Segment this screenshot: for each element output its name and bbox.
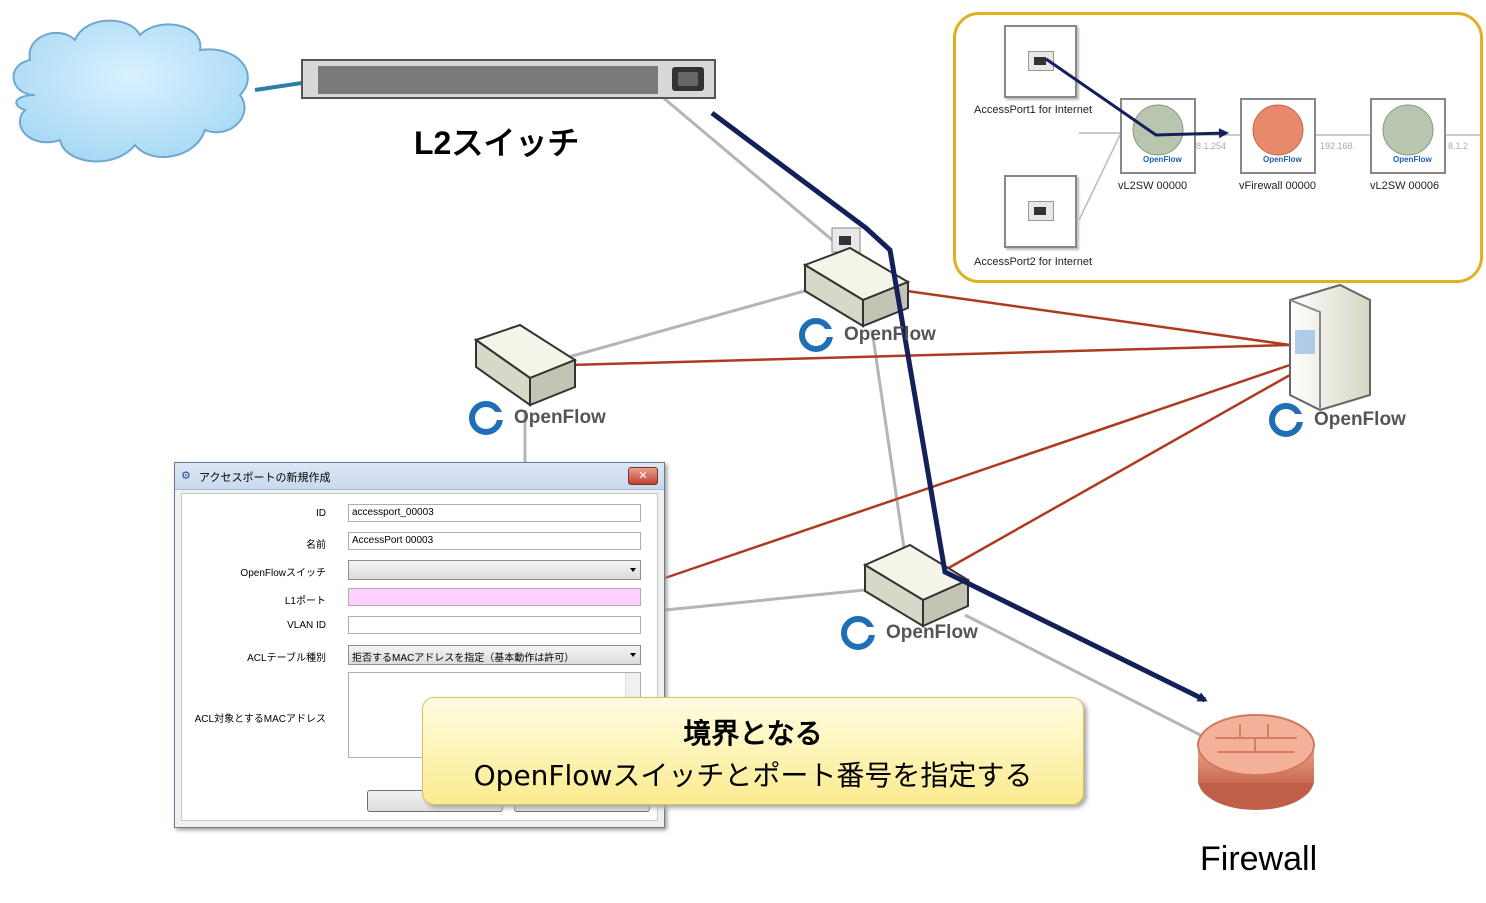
internet-cloud-icon [12, 19, 249, 163]
close-button[interactable]: ✕ [628, 467, 658, 485]
l2-switch-label: L2スイッチ [414, 125, 580, 161]
callout-line1: 境界となる [683, 717, 823, 750]
vl2sw-b-label: vL2SW 00006 [1370, 180, 1440, 192]
callout-box: 境界となる OpenFlowスイッチとポート番号を指定する [422, 697, 1084, 805]
inset-links [1045, 57, 1480, 221]
vl2sw-a-label: vL2SW 00000 [1118, 180, 1188, 192]
ip-fragment-2: 192.168. [1320, 141, 1356, 151]
openflow-logo-3: OpenFlow [1268, 402, 1406, 438]
l1-port-field[interactable] [348, 588, 641, 606]
id-field[interactable]: accessport_00003 [348, 504, 641, 522]
openflow-logo-2: OpenFlow [798, 317, 936, 353]
access-port1-label: AccessPort1 for Internet [974, 104, 1092, 116]
dialog-title: アクセスポートの新規作成 [199, 472, 331, 484]
inset-openflow-2: OpenFlow [1263, 155, 1302, 164]
acl-type-value: 拒否するMACアドレスを指定（基本動作は許可） [352, 653, 575, 664]
ip-fragment-3: 8.1.2 [1448, 141, 1469, 151]
chevron-down-icon [630, 568, 636, 572]
dialog-titlebar[interactable]: ⚙ アクセスポートの新規作成 ✕ [175, 463, 664, 490]
firewall-icon [1197, 714, 1315, 810]
openflow-switch-3-icon [862, 543, 971, 628]
l2-switch-icon [301, 59, 716, 99]
virtual-network-inset: AccessPort1 for Internet AccessPort2 for… [953, 12, 1483, 283]
id-label: ID [316, 508, 326, 519]
chevron-down-icon [630, 653, 636, 657]
inset-openflow-3: OpenFlow [1393, 155, 1432, 164]
acl-mac-label: ACL対象とするMACアドレス [194, 714, 326, 725]
red-links [569, 288, 1291, 580]
vlan-id-field[interactable] [348, 616, 641, 634]
callout-line2: OpenFlowスイッチとポート番号を指定する [473, 759, 1033, 792]
openflow-logo-4: OpenFlow [840, 615, 978, 651]
inset-openflow-1: OpenFlow [1143, 155, 1182, 164]
access-port2-node[interactable] [1004, 175, 1077, 248]
openflow-logo-1: OpenFlow [468, 400, 606, 436]
openflow-logo-text: OpenFlow [844, 324, 936, 345]
openflow-logo-icon [1269, 403, 1308, 437]
name-label: 名前 [306, 540, 326, 551]
ip-fragment-1: 8.1.254 [1196, 141, 1227, 151]
openflow-logo-text: OpenFlow [1314, 409, 1406, 430]
port-socket-icon [1034, 57, 1046, 65]
openflow-switch-label: OpenFlowスイッチ [240, 568, 326, 579]
access-port2-label: AccessPort2 for Internet [974, 256, 1092, 268]
vlan-id-label: VLAN ID [287, 620, 326, 631]
openflow-logo-text: OpenFlow [886, 622, 978, 643]
create-access-port-dialog: ⚙ アクセスポートの新規作成 ✕ ID accessport_00003 名前 … [174, 462, 665, 828]
openflow-server-icon [1289, 283, 1371, 412]
gray-links [523, 93, 1211, 742]
openflow-logo-text: OpenFlow [514, 407, 606, 428]
name-field[interactable]: AccessPort 00003 [348, 532, 641, 550]
access-port1-node[interactable] [1004, 25, 1077, 98]
openflow-logo-icon [469, 401, 508, 435]
traffic-path-arrow [710, 110, 1208, 703]
openflow-logo-icon [799, 318, 838, 352]
l1-port-label: L1ポート [284, 596, 326, 607]
openflow-switch-1-icon [473, 323, 578, 407]
port-socket-icon [1034, 207, 1046, 215]
openflow-logo-icon [841, 616, 880, 650]
acl-type-select[interactable]: 拒否するMACアドレスを指定（基本動作は許可） [348, 645, 641, 665]
acl-type-label: ACLテーブル種別 [247, 653, 326, 664]
firewall-label: Firewall [1200, 840, 1318, 878]
vfirewall-label: vFirewall 00000 [1239, 180, 1317, 192]
openflow-switch-select[interactable] [348, 560, 641, 580]
app-icon: ⚙ [181, 469, 191, 482]
